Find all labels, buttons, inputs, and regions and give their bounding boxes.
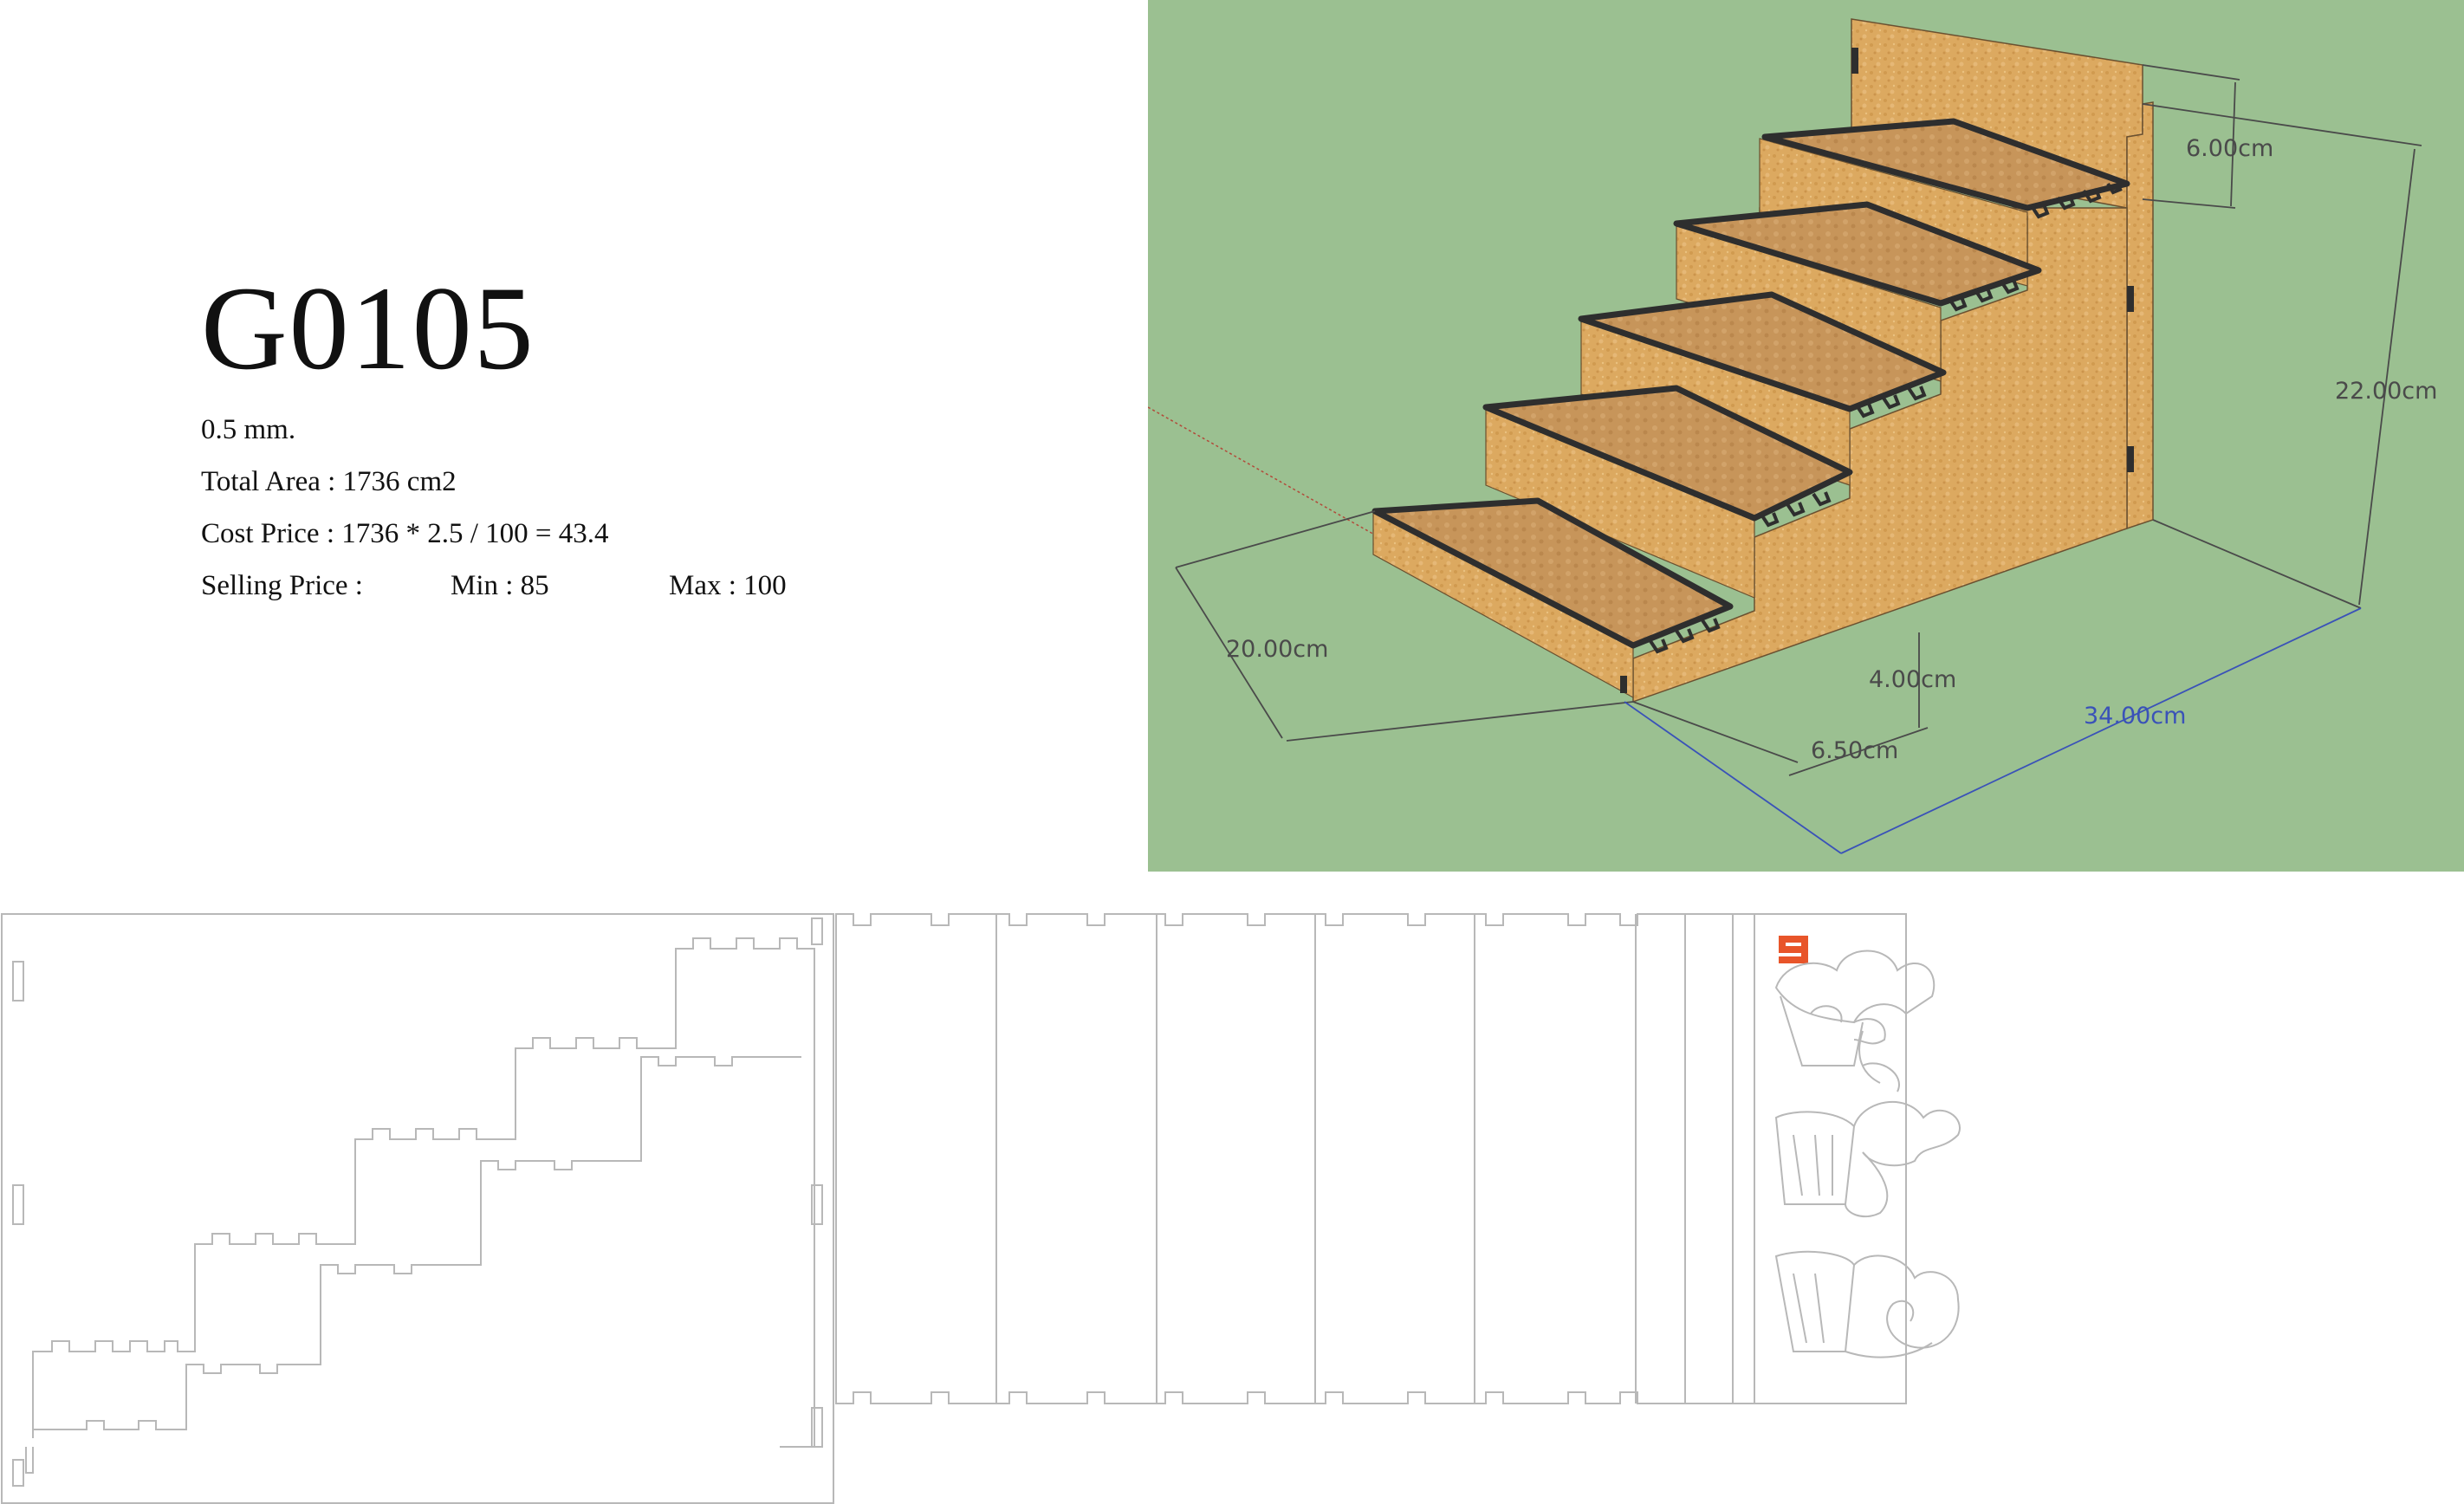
slot [811,917,823,945]
brand-logo [1779,936,1808,963]
selling-price-max: Max : 100 [669,570,787,601]
slot-mark [1620,676,1627,693]
stair-render: 6.00cm 22.00cm 20.00cm 4.00cm 6.50cm 34.… [1148,18,2437,854]
step-tread-2 [1482,385,1853,522]
slot [12,1459,24,1487]
step-tread-3 [1578,291,1947,412]
product-code: G0105 [201,262,535,394]
slot [12,961,24,1002]
width-dimension-line [1840,607,2362,854]
slot-mark [2127,286,2134,312]
slot [811,1184,823,1225]
finger-joints [1649,182,2123,654]
dim-total-height: 22.00cm [2335,378,2437,405]
step-tread-1 [1371,497,1734,649]
cupcake-engravings [1774,950,1961,1358]
left-sheet-outline [1,913,834,1504]
side-panel-cutout [25,937,815,1474]
cut-sheet-drawing [1,913,1961,1504]
cost-price-text: Cost Price : 1736 * 2.5 / 100 = 43.4 [201,518,609,549]
selling-price-label: Selling Price : [201,570,363,601]
step-tread-5 [1761,118,2130,211]
dim-back-height: 6.00cm [2186,135,2273,162]
thickness-text: 0.5 mm. [201,414,296,445]
dim-step-rise: 4.00cm [1869,666,1956,693]
cut-sheet [0,910,2464,1504]
render-panel: 6.00cm 22.00cm 20.00cm 4.00cm 6.50cm 34.… [1148,0,2464,872]
step-tread-4 [1673,201,2042,307]
selling-price-min: Min : 85 [451,570,549,601]
dim-depth: 20.00cm [1226,636,1328,663]
tread-strip-outline [835,913,1907,1404]
dim-step-depth: 6.50cm [1811,737,1898,764]
dimension-lines [1175,64,2422,776]
slot-mark [2127,446,2134,472]
slot [12,1184,24,1225]
total-area-text: Total Area : 1736 cm2 [201,466,457,497]
side-panel-step-lower [33,1056,801,1430]
product-info: G0105 0.5 mm. Total Area : 1736 cm2 Cost… [201,269,1067,612]
dim-width: 34.00cm [2084,703,2186,729]
slot-mark [1851,48,1858,74]
selling-price-row: Selling Price : Min : 85 Max : 100 [201,560,1067,612]
slot [811,1407,823,1448]
width-extension-line [1624,701,1842,854]
